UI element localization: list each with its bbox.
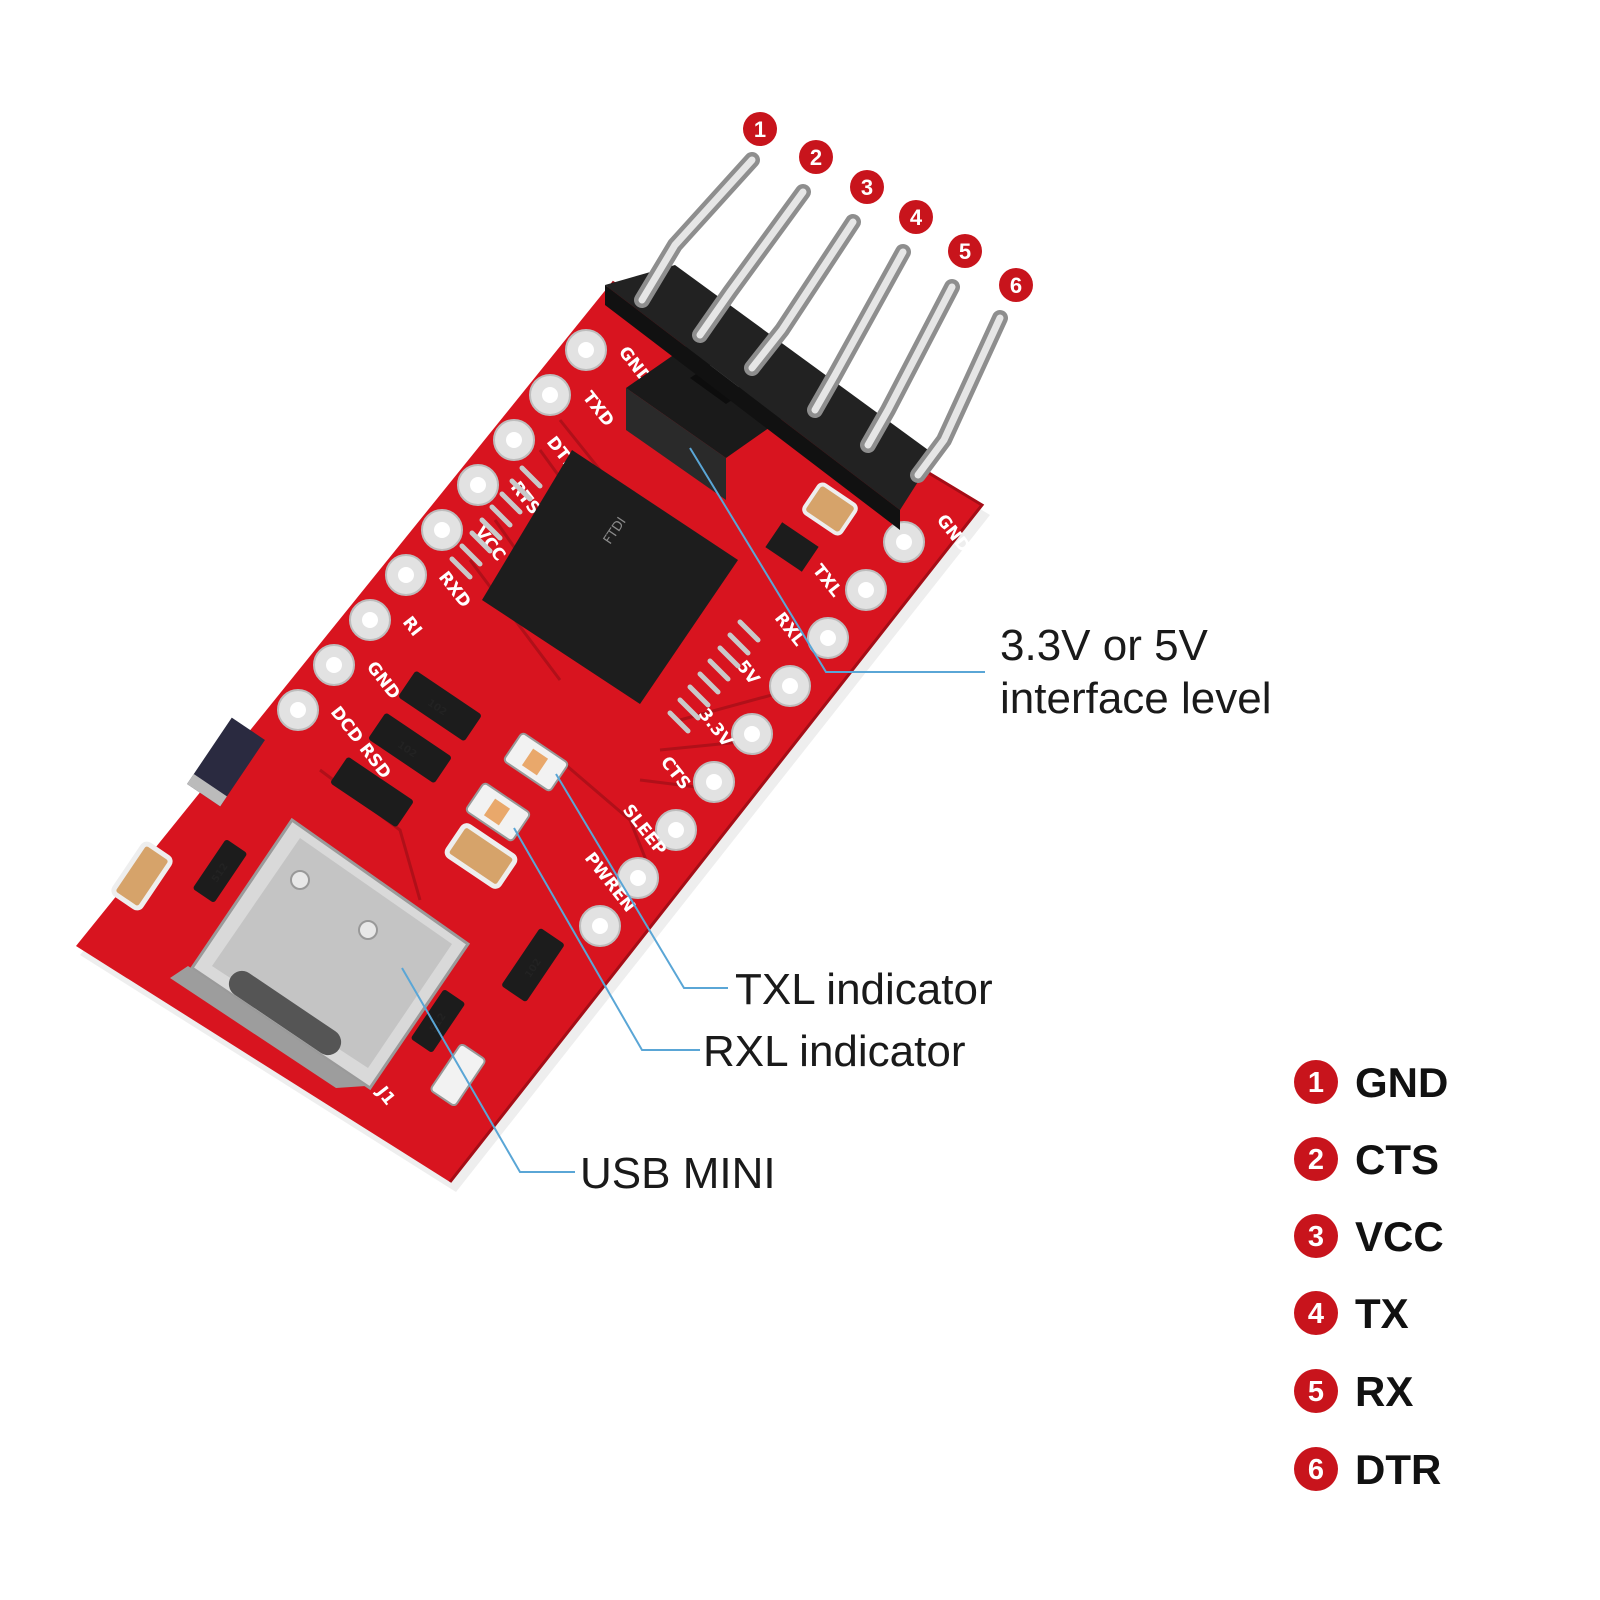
pin-badge-5: 5 — [948, 234, 982, 268]
legend-num-3: 3 — [1308, 1221, 1324, 1253]
legend-label-2: CTS — [1355, 1136, 1439, 1183]
resistor-r1: 102 — [399, 671, 481, 741]
right-header-pads — [579, 521, 925, 947]
legend-num-5: 5 — [1308, 1376, 1324, 1408]
header-pins — [634, 152, 1008, 483]
ftdi-board: GND TXD DTR RTS VCC RXD RI GND DCD RSD G… — [76, 265, 990, 1192]
pin-badge-1: 1 — [743, 112, 777, 146]
legend-label-4: TX — [1355, 1290, 1409, 1337]
callout-line-usb — [401, 967, 575, 1173]
pin-badge-6-num: 6 — [1010, 273, 1022, 298]
pin-badge-6: 6 — [999, 268, 1033, 302]
legend-label-3: VCC — [1355, 1213, 1444, 1260]
callout-txl: TXL indicator — [735, 965, 993, 1014]
callout-line-level — [689, 447, 985, 673]
legend-num-1: 1 — [1308, 1067, 1324, 1099]
usb-connector — [170, 817, 471, 1091]
power-led — [430, 1043, 486, 1107]
capacitor-c1 — [802, 482, 858, 536]
pin-badge-4: 4 — [899, 200, 933, 234]
pin-badge-2-num: 2 — [810, 145, 822, 170]
legend-label-6: DTR — [1355, 1446, 1441, 1493]
resistor-r2: 102 — [369, 713, 451, 783]
capacitor-c3 — [111, 841, 173, 911]
callout-lines — [401, 447, 985, 1173]
capacitor-c2 — [444, 823, 518, 889]
pin-number-badges: 1 2 3 4 5 6 — [743, 112, 1033, 302]
resistor-r6: 512 — [411, 990, 465, 1052]
pin-badge-5-num: 5 — [959, 239, 971, 264]
legend-num-4: 4 — [1308, 1298, 1324, 1330]
tx-led — [503, 732, 569, 792]
pin-badge-2: 2 — [799, 140, 833, 174]
pin-badge-3-num: 3 — [861, 175, 873, 200]
pin-badge-3: 3 — [850, 170, 884, 204]
callouts: 3.3V or 5V interface level TXL indicator… — [580, 621, 1271, 1198]
legend-item-5: 5 RX — [1294, 1368, 1413, 1415]
pin-header — [605, 265, 935, 530]
legend-item-4: 4 TX — [1294, 1290, 1409, 1337]
callout-rxl: RXL indicator — [703, 1027, 966, 1076]
legend-item-1: 1 GND — [1294, 1059, 1448, 1106]
legend-num-6: 6 — [1308, 1454, 1324, 1486]
resistor-r4: 102 — [502, 928, 564, 1002]
resistor-r3 — [331, 757, 413, 827]
legend-item-6: 6 DTR — [1294, 1446, 1441, 1493]
pin-badge-1-num: 1 — [754, 117, 766, 142]
ftdi-chip: FTDI — [449, 450, 761, 734]
callout-line-rxl — [513, 827, 700, 1051]
legend-item-2: 2 CTS — [1294, 1136, 1439, 1183]
pin-badge-4-num: 4 — [910, 205, 923, 230]
rx-led — [465, 782, 531, 842]
pinout-legend: 1 GND 2 CTS 3 VCC 4 TX 5 RX 6 DTR — [1294, 1059, 1448, 1493]
callout-line-txl — [555, 773, 728, 989]
callout-usb: USB MINI — [580, 1149, 776, 1198]
callout-level-line1: 3.3V or 5V — [1000, 621, 1209, 670]
legend-label-1: GND — [1355, 1059, 1448, 1106]
legend-label-5: RX — [1355, 1368, 1413, 1415]
transistor-sot23 — [765, 522, 819, 572]
left-header-pads — [277, 329, 607, 731]
legend-item-3: 3 VCC — [1294, 1213, 1444, 1260]
legend-num-2: 2 — [1308, 1144, 1324, 1176]
callout-level-line2: interface level — [1000, 674, 1271, 723]
resistor-r5: 512 — [193, 840, 247, 902]
diode — [187, 717, 265, 807]
